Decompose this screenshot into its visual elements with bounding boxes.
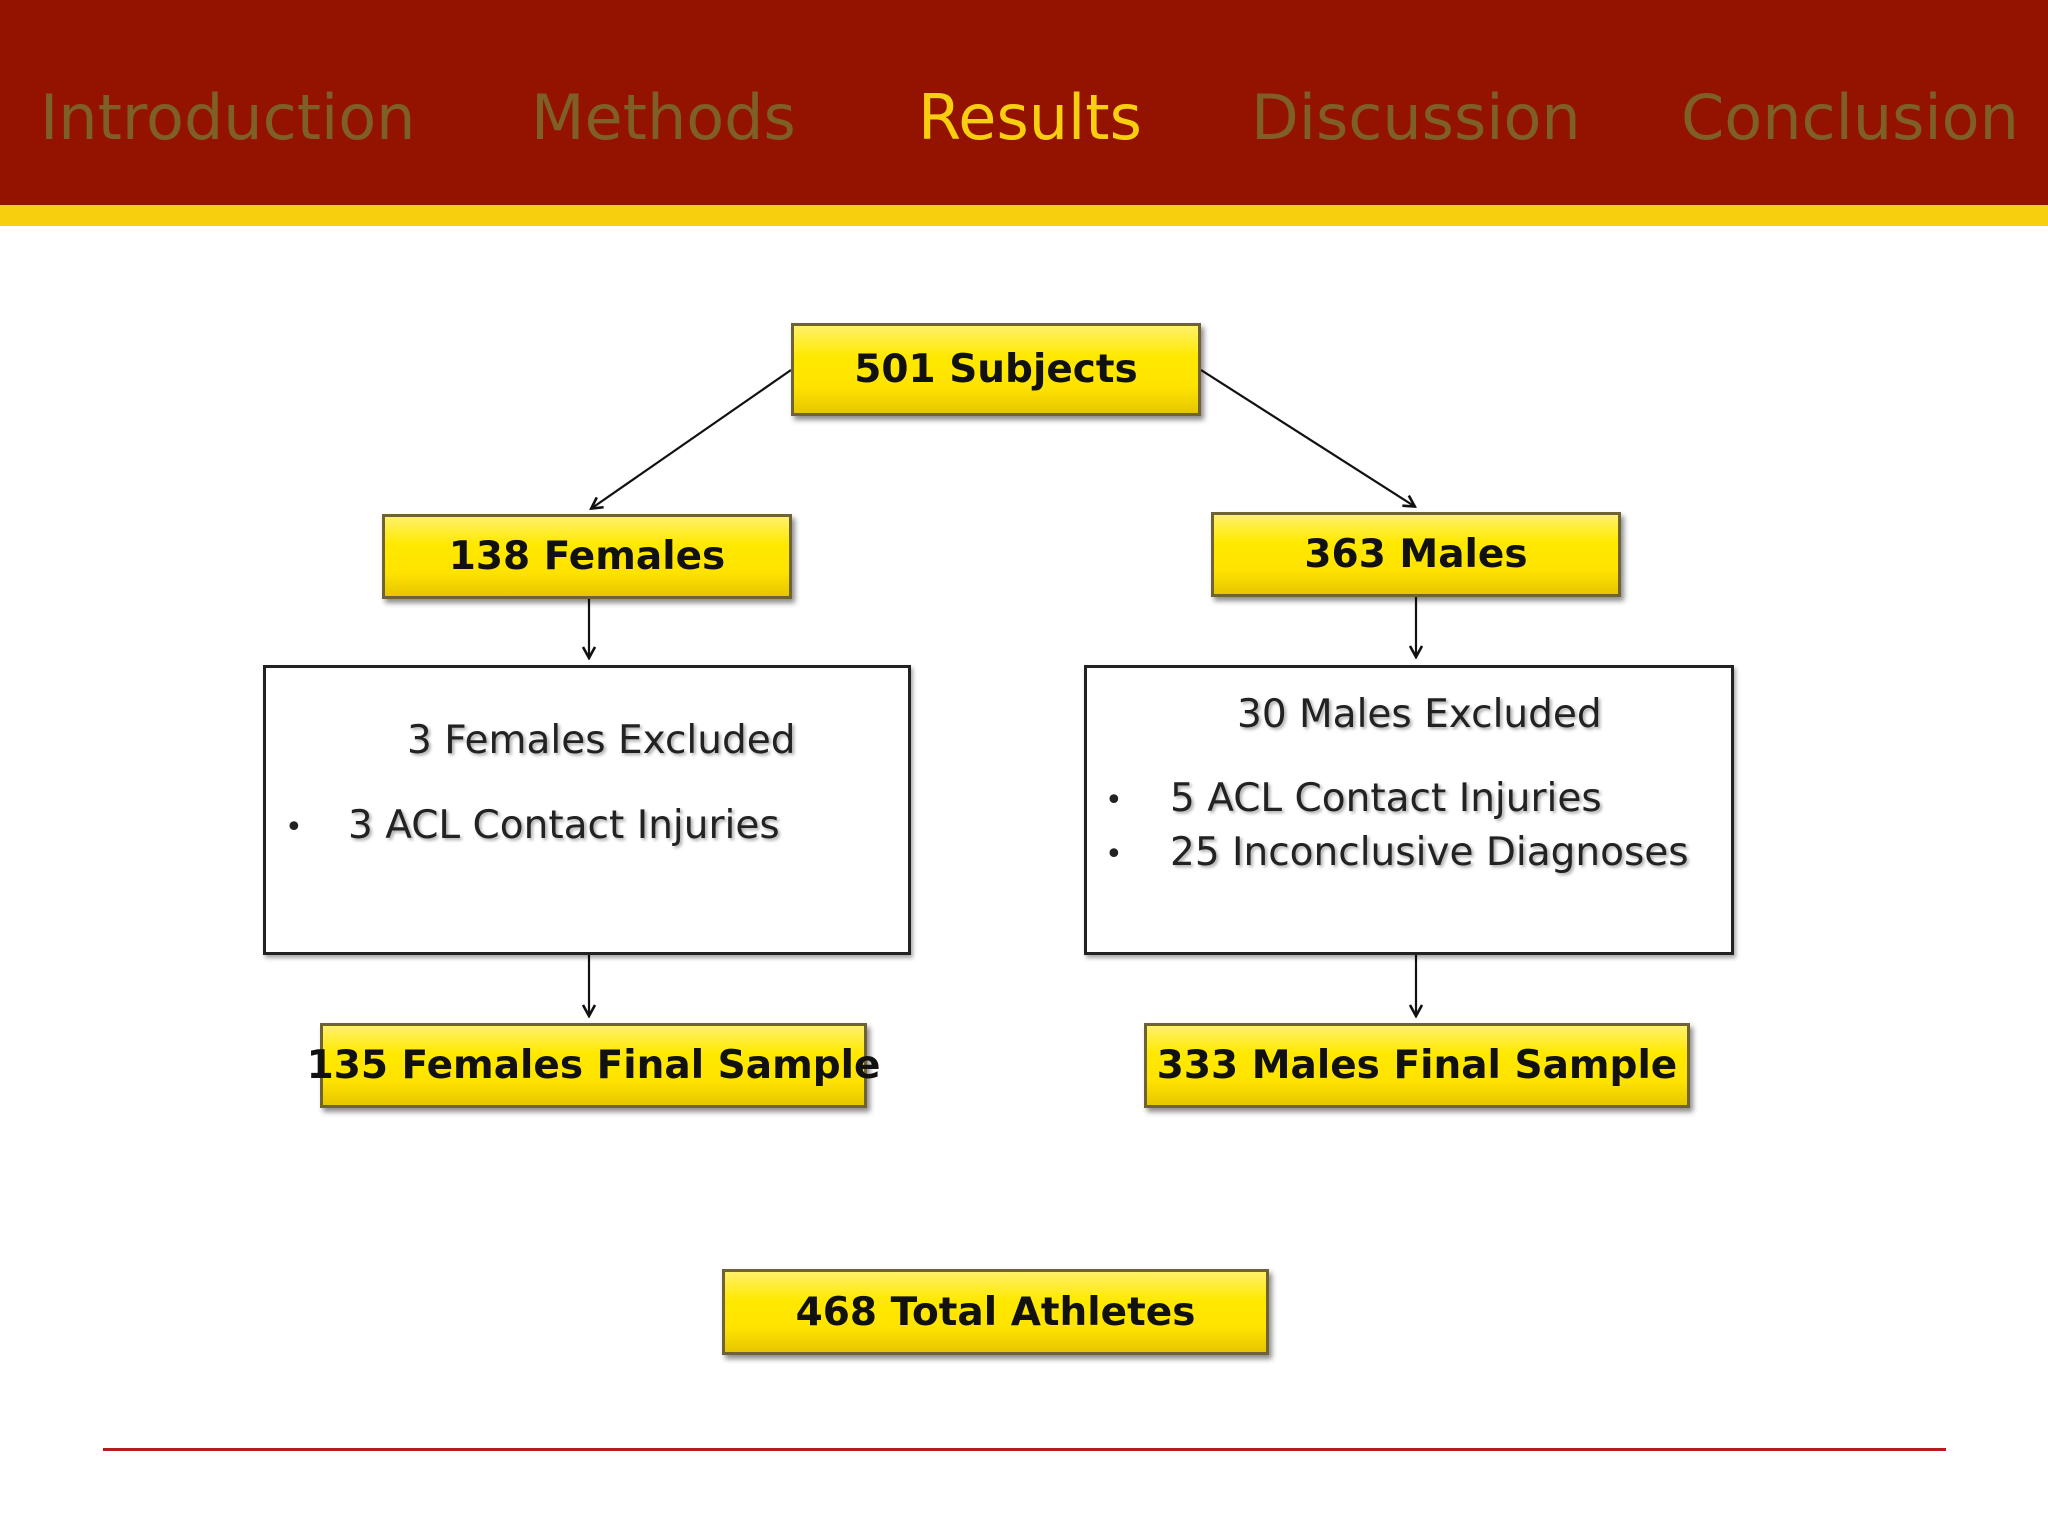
females-excluded-item: 3 ACL Contact Injuries [348, 803, 780, 848]
tab-conclusion[interactable]: Conclusion [1681, 81, 2019, 154]
females-final-box: 135 Females Final Sample [307, 1023, 880, 1108]
bullet: • [1105, 837, 1123, 872]
females-label: 138 Females [448, 534, 726, 579]
bullet: • [1105, 783, 1123, 818]
females-excluded-title: 3 Females Excluded [407, 718, 796, 763]
arrow-subjects-to-females [592, 369, 792, 508]
tab-methods[interactable]: Methods [531, 81, 796, 154]
males-excluded-item: 25 Inconclusive Diagnoses [1170, 830, 1689, 875]
header-stripe [0, 205, 2048, 226]
tab-results[interactable]: Results [918, 81, 1142, 154]
subjects-box: 501 Subjects [791, 323, 1201, 416]
tab-introduction[interactable]: Introduction [40, 81, 416, 154]
arrow-subjects-to-males [1200, 369, 1414, 506]
females-box: 138 Females [382, 514, 792, 599]
males-final-label: 333 Males Final Sample [1156, 1043, 1678, 1088]
tab-discussion[interactable]: Discussion [1251, 81, 1581, 154]
total-athletes-label: 468 Total Athletes [795, 1289, 1196, 1335]
females-excluded-box [263, 665, 911, 955]
males-box: 363 Males [1211, 512, 1621, 597]
males-label: 363 Males [1304, 532, 1528, 577]
header-bar [0, 0, 2048, 205]
females-final-label: 135 Females Final Sample [306, 1043, 881, 1088]
total-athletes-box: 468 Total Athletes [722, 1269, 1269, 1355]
males-final-box: 333 Males Final Sample [1144, 1023, 1690, 1108]
males-excluded-box [1084, 665, 1734, 955]
males-excluded-title: 30 Males Excluded [1237, 692, 1602, 737]
males-excluded-item: 5 ACL Contact Injuries [1170, 776, 1602, 821]
subjects-label: 501 Subjects [854, 347, 1138, 392]
bullet: • [285, 810, 303, 845]
footer-divider [103, 1448, 1946, 1451]
